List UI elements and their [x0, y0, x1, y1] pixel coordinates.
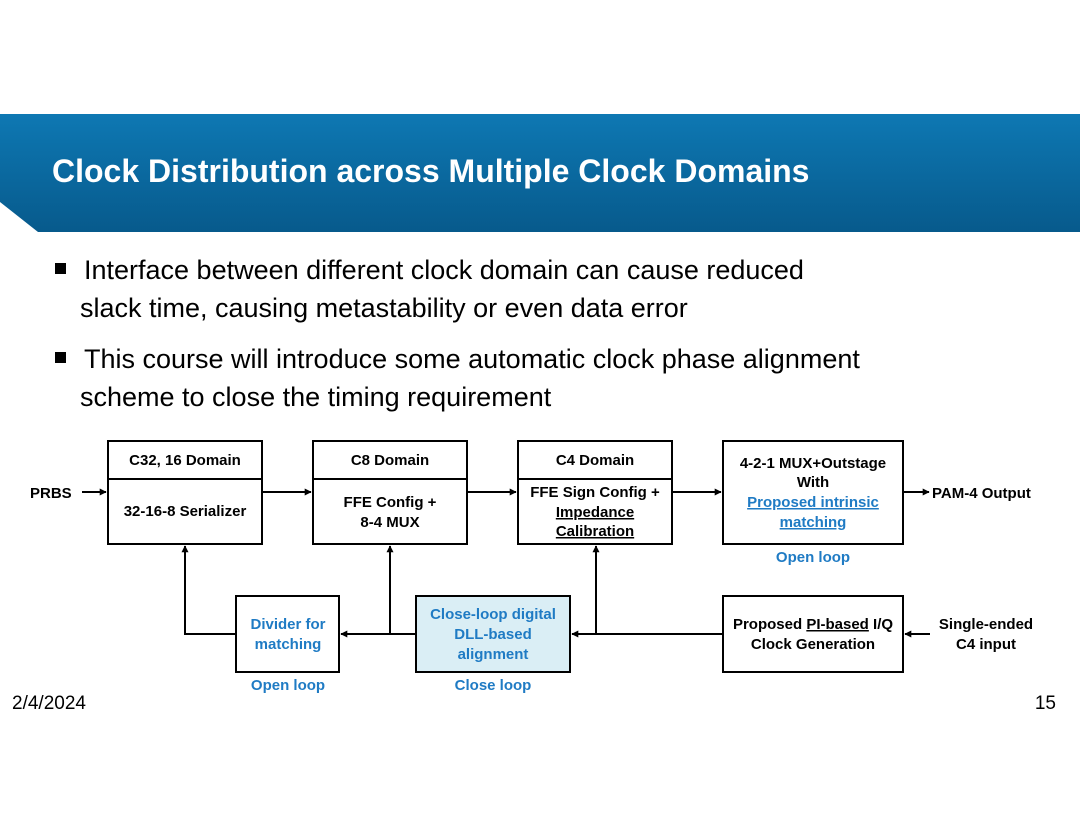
c4-domain-body-1: FFE Sign Config + — [530, 484, 660, 501]
intrinsic-matching-link-1[interactable]: Proposed intrinsic — [747, 494, 879, 511]
c32-domain-header: C32, 16 Domain — [129, 452, 241, 469]
c4-domain-header: C4 Domain — [556, 452, 634, 469]
slide-date: 2/4/2024 — [12, 693, 86, 714]
slide-page-number: 15 — [1034, 693, 1056, 714]
pam4-output-label: PAM-4 Output — [932, 485, 1031, 502]
dll-caption: Close loop — [455, 677, 532, 694]
slide-title: Clock Distribution across Multiple Clock… — [52, 153, 810, 189]
divider-block: Divider for matching — [235, 595, 340, 673]
mux-line-2: With — [797, 474, 829, 491]
bullet-1-line-1: Interface between different clock domain… — [84, 255, 804, 285]
prbs-label: PRBS — [30, 485, 72, 502]
c4-domain-body-3: Calibration — [556, 523, 634, 540]
title-banner — [0, 114, 1080, 232]
c4-domain-block: C4 Domain FFE Sign Config + Impedance Ca… — [517, 440, 673, 545]
mux-caption: Open loop — [776, 549, 850, 566]
c32-domain-body: 32-16-8 Serializer — [124, 503, 247, 520]
bullet-marker — [55, 352, 66, 363]
dll-alignment-block: Close-loop digital DLL-based alignment — [415, 595, 571, 673]
bullet-2-line-2: scheme to close the timing requirement — [80, 382, 552, 412]
divider-line-2: matching — [255, 636, 322, 653]
bullet-2-line-1: This course will introduce some automati… — [84, 344, 860, 374]
divider-caption: Open loop — [251, 677, 325, 694]
dll-line-1: Close-loop digital — [430, 606, 556, 623]
pi-line-1: Proposed PI-based I/Q — [733, 616, 893, 633]
c8-domain-body-1: FFE Config + — [344, 494, 437, 511]
mux-outstage-block: 4-2-1 MUX+Outstage With Proposed intrins… — [722, 440, 904, 545]
connector-arrows — [82, 488, 930, 638]
c8-domain-body-2: 8-4 MUX — [360, 514, 419, 531]
pi-line-2: Clock Generation — [751, 636, 875, 653]
bullet-1-line-2: slack time, causing metastability or eve… — [80, 293, 688, 323]
dll-line-3: alignment — [458, 646, 529, 663]
c32-domain-block: C32, 16 Domain 32-16-8 Serializer — [107, 440, 263, 545]
c8-domain-header: C8 Domain — [351, 452, 429, 469]
pi-clock-generation-block: Proposed PI-based I/Q Clock Generation — [722, 595, 904, 673]
single-ended-label-2: C4 input — [956, 636, 1016, 653]
bullet-marker — [55, 263, 66, 274]
intrinsic-matching-link-2[interactable]: matching — [780, 514, 847, 531]
c4-domain-body-2: Impedance — [556, 504, 634, 521]
bullet-1: Interface between different clock domain… — [55, 251, 1045, 327]
divider-line-1: Divider for — [250, 616, 325, 633]
single-ended-label-1: Single-ended — [939, 616, 1033, 633]
mux-line-1: 4-2-1 MUX+Outstage — [740, 455, 886, 472]
c8-domain-block: C8 Domain FFE Config + 8-4 MUX — [312, 440, 468, 545]
bullet-2: This course will introduce some automati… — [55, 340, 1045, 416]
dll-line-2: DLL-based — [454, 626, 532, 643]
